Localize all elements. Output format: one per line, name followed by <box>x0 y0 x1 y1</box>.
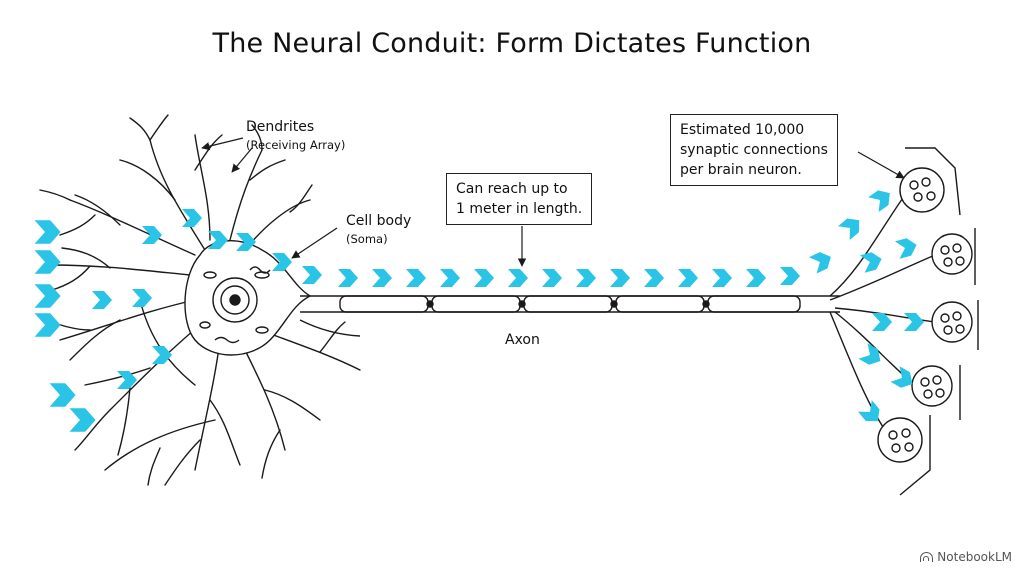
synapses-line-2: synaptic connections <box>680 142 828 158</box>
axon-label: Axon <box>505 332 540 348</box>
bouton-2 <box>931 228 976 285</box>
synapses-callout: Estimated 10,000 synaptic connections pe… <box>670 114 838 186</box>
cell-body-label: Cell body (Soma) <box>346 212 411 248</box>
page-title: The Neural Conduit: Form Dictates Functi… <box>212 28 812 59</box>
axon-length-line-1: Can reach up to <box>456 181 568 197</box>
synapses-line-1: Estimated 10,000 <box>680 122 805 138</box>
brand-text: NotebookLM <box>937 550 1012 564</box>
axon-terminals <box>829 194 936 431</box>
axon <box>299 295 840 337</box>
label-pointers <box>201 137 905 267</box>
bouton-3 <box>931 300 979 350</box>
bouton-5 <box>877 415 931 496</box>
dendrites-subtitle: (Receiving Array) <box>246 138 346 152</box>
axon-length-callout: Can reach up to 1 meter in length. <box>446 173 593 225</box>
cell-body-subtitle: (Soma) <box>346 232 388 246</box>
notebook-logo-icon <box>920 552 934 562</box>
brand-watermark: NotebookLM <box>920 550 1012 564</box>
dendrites-title: Dendrites <box>246 119 315 135</box>
synaptic-boutons <box>877 147 979 496</box>
bouton-4 <box>911 365 961 420</box>
soma <box>184 240 312 356</box>
bouton-1 <box>899 147 961 216</box>
dendrites-label: Dendrites (Receiving Array) <box>246 118 345 154</box>
dendrite-tree <box>39 114 361 486</box>
cell-body-title: Cell body <box>346 213 412 229</box>
axon-length-line-2: 1 meter in length. <box>456 201 583 217</box>
synapses-line-3: per brain neuron. <box>680 162 802 178</box>
